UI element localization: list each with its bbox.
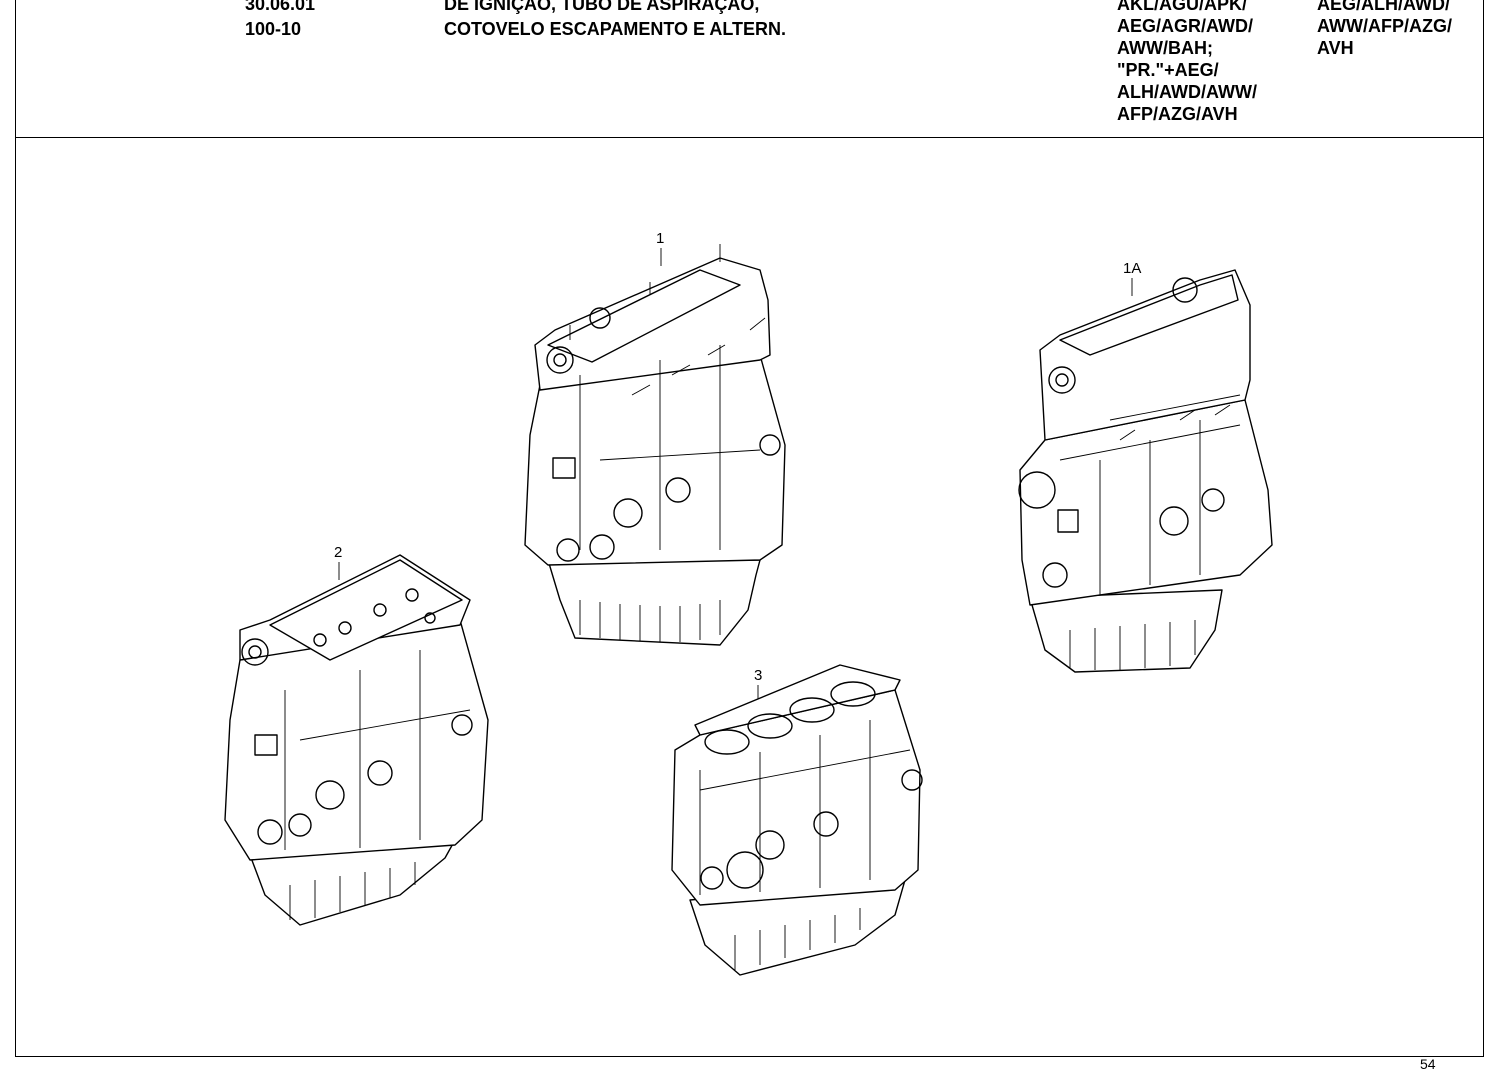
- block-3-drawing: 3: [671, 664, 923, 976]
- engine-codes-b-line: AWW/AFP/AZG/: [1317, 16, 1452, 36]
- header-description-line-2: COTOVELO ESCAPAMENTO E ALTERN.: [444, 19, 787, 39]
- engine-codes-a-line: "PR."+AEG/: [1117, 60, 1219, 80]
- engine-codes-column-a: AKL/AGU/APK/ AEG/AGR/AWD/ AWW/BAH; "PR."…: [1117, 0, 1257, 125]
- header-description-line-1: DE IGNIÇÃO, TUBO DE ASPIRAÇÃO,: [444, 0, 760, 14]
- engine-codes-a-line: AKL/AGU/APK/: [1117, 0, 1247, 14]
- engine-codes-b-line: AEG/ALH/AWD/: [1317, 0, 1450, 14]
- header-divider: [15, 137, 1484, 138]
- callout-3[interactable]: 3: [754, 667, 762, 684]
- callout-1[interactable]: 1: [656, 230, 664, 247]
- engine-codes-a-line: AFP/AZG/AVH: [1117, 104, 1238, 124]
- header-code: 100-10: [245, 19, 302, 39]
- engine-codes-a-line: ALH/AWD/AWW/: [1117, 82, 1257, 102]
- callout-2[interactable]: 2: [334, 544, 342, 561]
- engine-1a-drawing: 1A: [1018, 260, 1273, 673]
- page-frame: [15, 0, 1484, 1057]
- engine-codes-b-line: AVH: [1317, 38, 1354, 58]
- engine-codes-a-line: AWW/BAH;: [1117, 38, 1213, 58]
- page-number: 54: [1420, 1056, 1436, 1072]
- header-date: 30.06.01: [245, 0, 316, 14]
- callout-1a[interactable]: 1A: [1123, 260, 1141, 277]
- engine-codes-column-b: AEG/ALH/AWD/ AWW/AFP/AZG/ AVH: [1317, 0, 1452, 59]
- engine-1-drawing: 1: [524, 230, 786, 646]
- engine-codes-a-line: AEG/AGR/AWD/: [1117, 16, 1254, 36]
- engine-2-drawing: 2: [224, 544, 489, 926]
